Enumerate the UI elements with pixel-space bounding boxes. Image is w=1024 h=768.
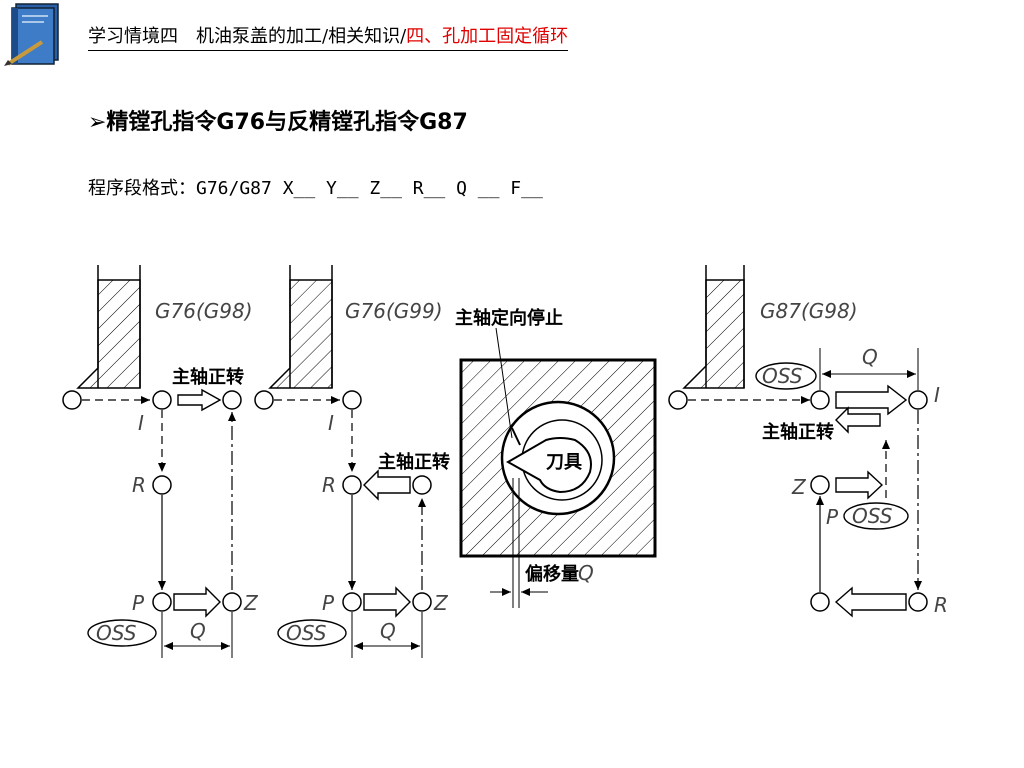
panel1-label-i: I xyxy=(138,411,144,435)
panel4-q: Q xyxy=(862,345,878,369)
header-prefix: 学习情境四 机油泵盖的加工/相关知识/ xyxy=(88,26,407,47)
program-format: 程序段格式：G76/G87 X__ Y__ Z__ R__ Q __ F__ xyxy=(88,178,543,199)
panel4-label-p: P xyxy=(826,505,839,529)
section-title: ➢精镗孔指令G76与反精镗孔指令G87 xyxy=(88,110,468,135)
panel1-q: Q xyxy=(190,619,206,643)
panel2-spindle-label: 主轴正转 xyxy=(378,451,450,473)
book-icon xyxy=(4,3,59,66)
panel4-oss-bottom: OSS xyxy=(852,504,893,528)
panel1-label-r: R xyxy=(132,473,146,497)
panel-spindle-orient: 主轴定向停止 刀具 偏移量 Q xyxy=(455,307,657,608)
g76-g87-diagram: G76(G98) 主轴正转 I R P Z OSS Q G76(G99) xyxy=(62,265,948,658)
panel2-label-i: I xyxy=(328,411,334,435)
panel4-spindle-label: 主轴正转 xyxy=(762,421,834,443)
panel2-label-p: P xyxy=(322,591,335,615)
panel1-oss: OSS xyxy=(96,621,137,645)
header-breadcrumb: 学习情境四 机油泵盖的加工/相关知识/四、孔加工固定循环 xyxy=(88,22,569,51)
panel3-offset-label: 偏移量 xyxy=(525,563,579,585)
panel3-orient-label: 主轴定向停止 xyxy=(455,307,563,329)
panel4-oss-top: OSS xyxy=(762,364,803,388)
panel3-q: Q xyxy=(578,561,594,585)
panel1-label-z: Z xyxy=(243,591,259,615)
panel-g76-g98: G76(G98) 主轴正转 I R P Z OSS Q xyxy=(62,265,259,658)
panel2-label-z: Z xyxy=(433,591,449,615)
panel2-label-r: R xyxy=(322,473,336,497)
panel2-oss: OSS xyxy=(286,621,327,645)
panel1-spindle-label: 主轴正转 xyxy=(172,366,244,388)
panel-g76-g99: G76(G99) 主轴正转 I R P Z OSS Q xyxy=(254,265,450,658)
header-highlight: 四、孔加工固定循环 xyxy=(406,26,569,47)
panel3-tool-label: 刀具 xyxy=(546,452,582,473)
panel1-caption: G76(G98) xyxy=(155,299,253,323)
panel2-caption: G76(G99) xyxy=(345,299,443,323)
panel4-label-i: I xyxy=(934,383,940,407)
panel4-label-z: Z xyxy=(791,475,807,499)
panel2-q: Q xyxy=(380,619,396,643)
panel4-caption: G87(G98) xyxy=(760,299,858,323)
panel1-label-p: P xyxy=(132,591,145,615)
panel-g87-g98: G87(G98) OSS OSS Q 主轴正转 I Z P R xyxy=(668,265,948,618)
panel4-label-r: R xyxy=(934,593,948,617)
